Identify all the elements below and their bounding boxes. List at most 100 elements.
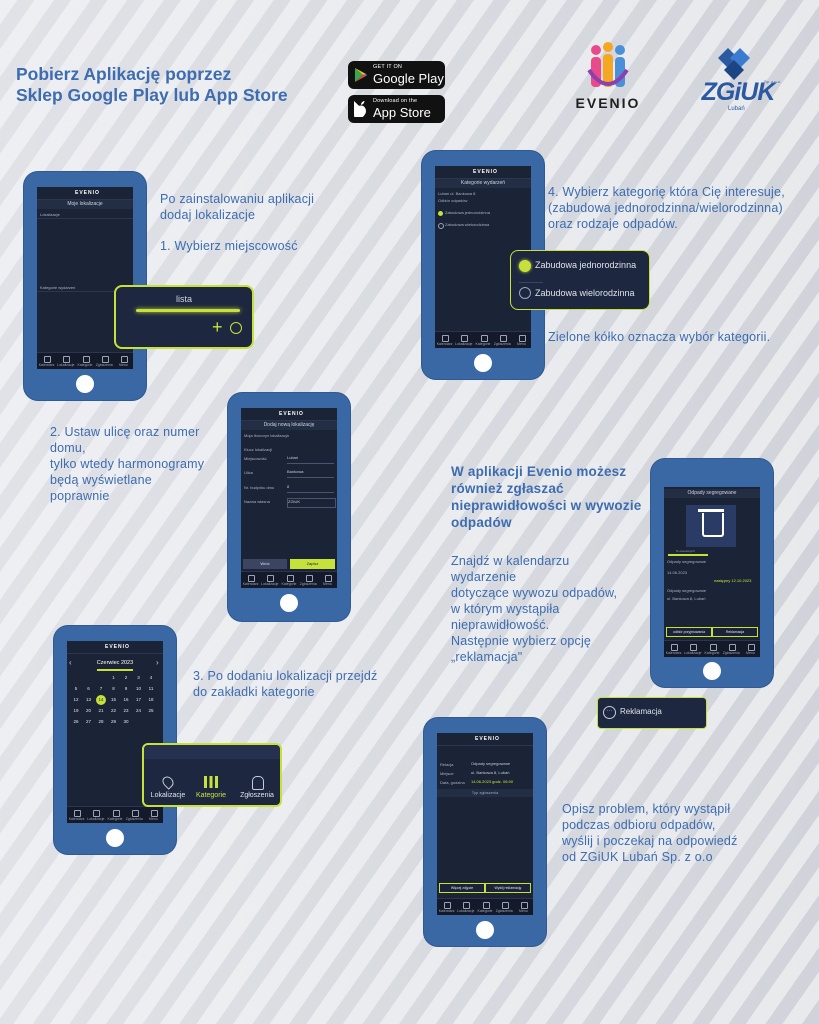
nav-locations[interactable]: Lokalizacje	[56, 353, 75, 369]
calendar-day[interactable]: 14	[96, 695, 106, 705]
calendar-day[interactable]: 7	[99, 686, 103, 691]
option-single-family[interactable]: Zabudowa jednorodzinna	[445, 210, 490, 215]
calendar-day[interactable]: 28	[98, 719, 104, 724]
report-type-select[interactable]: Typ zgłoszenia	[437, 789, 533, 797]
nav-menu[interactable]: Menu	[114, 353, 133, 369]
calendar-day[interactable]: 26	[73, 719, 79, 724]
add-photo-button[interactable]: Więcej zdjęcie	[439, 883, 485, 893]
nav-menu[interactable]: Menu	[144, 807, 163, 823]
nav-locations[interactable]: Lokalizacje	[683, 641, 702, 657]
nav-categories[interactable]: Kategorie	[473, 332, 492, 348]
option-multi-family[interactable]: Zabudowa wielorodzinna	[445, 222, 490, 227]
nav-categories[interactable]: Kategorie	[475, 899, 494, 915]
calendar-day[interactable]: 3	[137, 675, 140, 680]
nav-locations[interactable]: Lokalizacje	[454, 332, 473, 348]
calendar-day[interactable]: 10	[135, 686, 141, 691]
nav-categories[interactable]: Kategorie	[75, 353, 94, 369]
calendar-day[interactable]: 12	[73, 697, 79, 702]
calendar-day[interactable]: 1	[112, 675, 115, 680]
calendar-day[interactable]: 30	[123, 719, 129, 724]
nav-menu[interactable]: Menu	[514, 899, 533, 915]
prev-month-icon[interactable]: ‹	[69, 658, 72, 667]
grid-icon	[204, 776, 218, 788]
home-button	[76, 375, 94, 393]
plus-icon[interactable]: +	[212, 317, 223, 337]
nav-locations[interactable]: Lokalizacje	[456, 899, 475, 915]
next-month-icon[interactable]: ›	[156, 658, 159, 667]
nav-reports[interactable]: Zgłoszenia	[299, 572, 318, 588]
calendar-day[interactable]: 18	[148, 697, 154, 702]
calendar-day[interactable]: 8	[112, 686, 115, 691]
nav-menu[interactable]: Menu	[512, 332, 531, 348]
nav-calendar[interactable]: Kalendarz	[437, 899, 456, 915]
complaint-small-button[interactable]: Reklamacja	[712, 627, 758, 637]
nav-calendar[interactable]: Kalendarz	[37, 353, 56, 369]
google-big-text: Google Play	[373, 71, 444, 86]
calendar-day[interactable]: 11	[148, 686, 154, 691]
city-field[interactable]: Lubań	[287, 455, 334, 464]
calendar-day[interactable]: 17	[135, 697, 141, 702]
nav-menu[interactable]: Menu	[741, 641, 760, 657]
calendar-day[interactable]: 4	[149, 675, 153, 680]
nav-categories[interactable]: Kategorie	[702, 641, 721, 657]
send-report-button[interactable]: Wyślij reklamację	[485, 883, 531, 893]
popup-option-single[interactable]: Zabudowa jednorodzinna	[535, 260, 637, 270]
bottom-nav: Kalendarz Lokalizacje Kategorie Zgłoszen…	[241, 571, 337, 588]
nav-locations[interactable]: Lokalizacje	[86, 807, 105, 823]
popup-nav-reports[interactable]: Zgłoszenia	[240, 792, 274, 799]
reklamacja-button[interactable]: ··· Reklamacja	[597, 697, 707, 729]
locations-row[interactable]: Lokalizacje	[37, 211, 133, 219]
calendar-day[interactable]: 29	[110, 719, 116, 724]
calendar-day[interactable]: 25	[148, 708, 154, 713]
calendar-day[interactable]: 24	[135, 708, 141, 713]
unselected-radio-icon[interactable]	[519, 287, 531, 299]
calendar-day[interactable]: 9	[124, 686, 128, 691]
categories-row[interactable]: Kategorie wydarzeń	[37, 284, 133, 292]
calendar-day[interactable]: 23	[123, 708, 129, 713]
calendar-day[interactable]: 27	[85, 719, 91, 724]
complaint-head-4: odpadów	[451, 515, 512, 530]
street-field[interactable]: Bankowa	[287, 469, 334, 478]
nav-reports[interactable]: Zgłoszenia	[722, 641, 741, 657]
calendar-day[interactable]: 21	[98, 708, 104, 713]
compass-icon[interactable]	[230, 322, 242, 334]
name-field[interactable]: ZGiUK	[287, 498, 336, 508]
calendar-day[interactable]: 2	[124, 675, 128, 680]
nav-categories[interactable]: Kategorie	[279, 572, 298, 588]
app-store-badge[interactable]: Download on the App Store	[348, 95, 445, 123]
location-row: Lubań ul. Bankowa 8	[438, 191, 476, 196]
calendar-day[interactable]: 6	[87, 686, 90, 691]
nav-calendar[interactable]: Kalendarz	[435, 332, 454, 348]
selected-radio-icon[interactable]	[519, 260, 531, 272]
nav-reports[interactable]: Zgłoszenia	[493, 332, 512, 348]
nav-categories[interactable]: Kategorie	[105, 807, 124, 823]
popup-nav-locations[interactable]: Lokalizacje	[150, 792, 186, 799]
number-field[interactable]: 8	[287, 484, 334, 493]
nav-calendar[interactable]: Kalendarz	[664, 641, 683, 657]
google-play-badge[interactable]: GET IT ON Google Play	[348, 61, 445, 89]
save-button[interactable]: Zapisz	[290, 559, 335, 569]
nav-reports[interactable]: Zgłoszenia	[95, 353, 114, 369]
calendar-day[interactable]: 16	[123, 697, 129, 702]
nav-calendar[interactable]: Kalendarz	[241, 572, 260, 588]
calendar-day[interactable]: 22	[110, 708, 116, 713]
calendar-day[interactable]: 20	[85, 708, 91, 713]
confirm-button[interactable]: odbiór przyjmowania	[666, 627, 712, 637]
calendar-day[interactable]: 19	[73, 708, 79, 713]
nav-calendar[interactable]: Kalendarz	[67, 807, 86, 823]
calendar-day[interactable]: 15	[110, 697, 116, 702]
complaint-line-5: nieprawidłowość.	[451, 618, 550, 632]
home-button	[280, 594, 298, 612]
intro-line-2: dodaj lokalizacje	[160, 208, 256, 222]
screen-header: Odpady segregowane	[664, 489, 760, 498]
popup-nav-categories[interactable]: Kategorie	[196, 792, 226, 799]
app-logo: EVENIO	[75, 190, 100, 196]
nav-reports[interactable]: Zgłoszenia	[125, 807, 144, 823]
calendar-day[interactable]: 5	[74, 686, 78, 691]
nav-reports[interactable]: Zgłoszenia	[495, 899, 514, 915]
nav-locations[interactable]: Lokalizacje	[260, 572, 279, 588]
popup-option-multi[interactable]: Zabudowa wielorodzinna	[535, 288, 635, 298]
nav-menu[interactable]: Menu	[318, 572, 337, 588]
calendar-day[interactable]: 13	[85, 697, 91, 702]
back-button[interactable]: Wróć	[243, 559, 287, 569]
